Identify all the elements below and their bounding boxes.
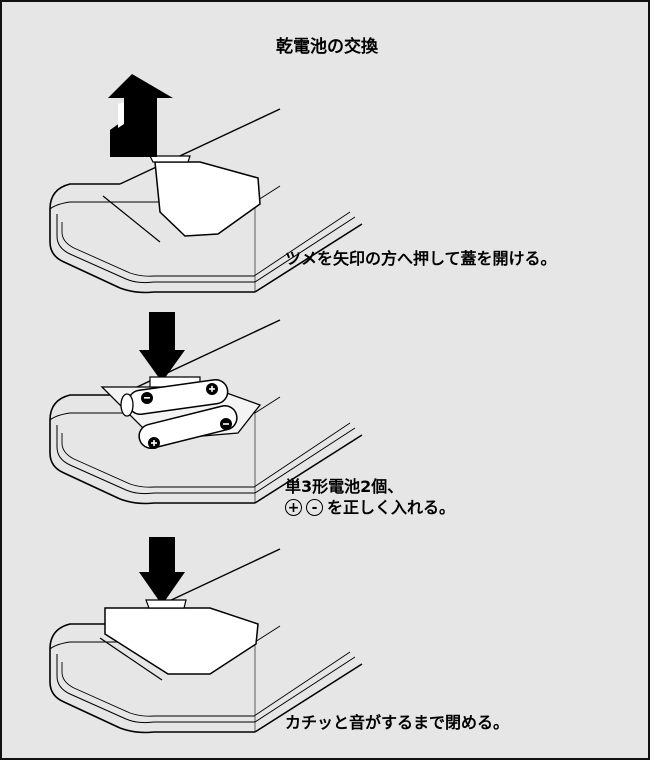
plus-icon: + xyxy=(285,499,302,516)
minus-icon: - xyxy=(306,499,323,516)
battery-1 xyxy=(120,378,229,417)
step3-caption: カチッと音がするまで閉める。 xyxy=(285,713,510,732)
step2-caption: 単3形電池2個、 + - を正しく入れる。 xyxy=(285,476,455,518)
up-arrow-icon xyxy=(108,74,173,157)
step2-remote xyxy=(49,319,363,505)
down-arrow-icon-1 xyxy=(139,312,185,382)
step2-caption-line1: 単3形電池2個、 xyxy=(285,477,404,496)
down-arrow-icon-2 xyxy=(139,537,185,605)
step2-caption-line2-row: + - を正しく入れる。 xyxy=(285,497,455,518)
step1-caption: ツメを矢印の方へ押して蓋を開ける。 xyxy=(285,249,557,268)
illustration xyxy=(49,74,363,734)
diagram-title: 乾電池の交換 xyxy=(276,37,378,57)
battery-2 xyxy=(138,405,238,449)
step1-remote xyxy=(49,108,363,294)
step3-remote xyxy=(49,548,363,734)
step2-caption-line2: を正しく入れる。 xyxy=(327,498,456,517)
